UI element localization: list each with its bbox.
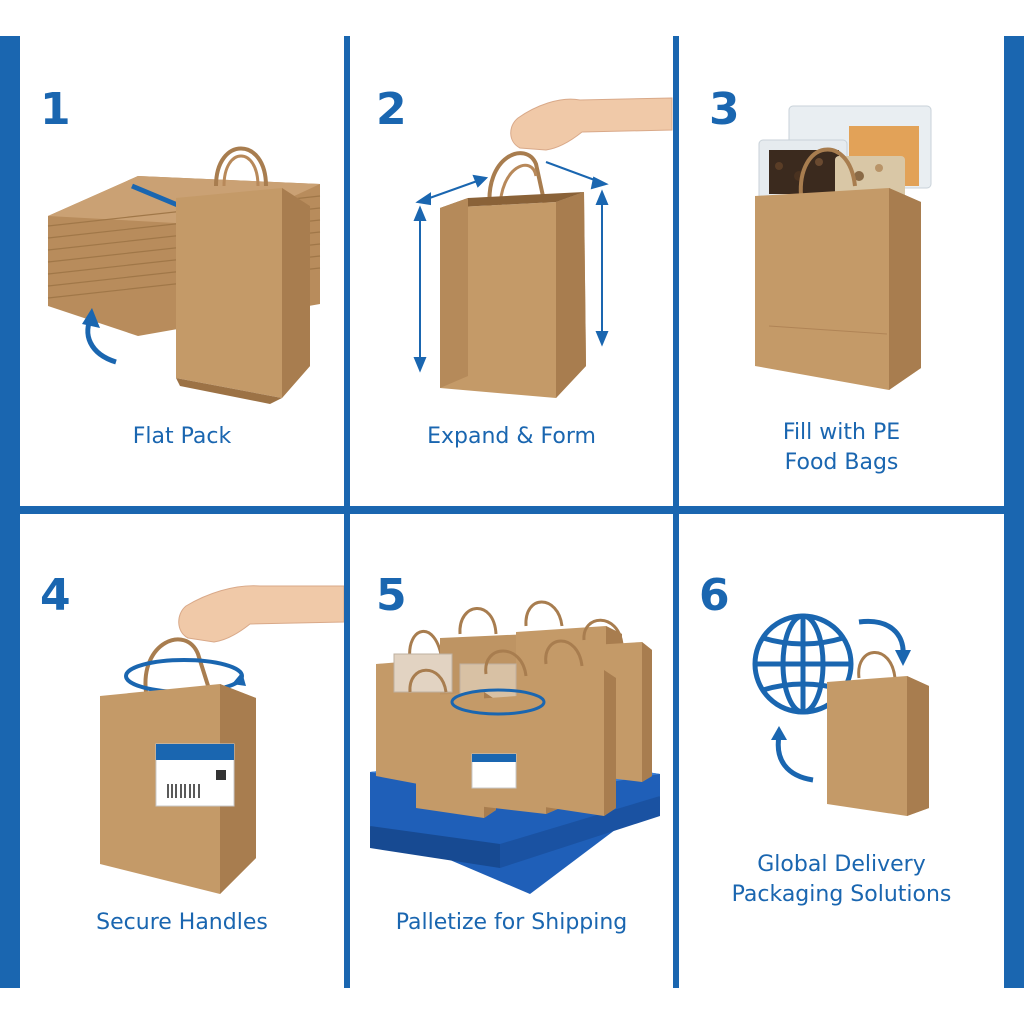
step-panel-3: 3 Fill with P — [679, 36, 1004, 506]
globe-icon — [752, 613, 854, 715]
step-caption: Palletize for Shipping — [395, 910, 628, 935]
step-panel-5: 5 — [350, 514, 673, 988]
bag-group — [376, 600, 652, 818]
secure-handles-illustration — [100, 585, 344, 894]
dimension-arrows-icon — [413, 161, 609, 373]
palletize-illustration — [370, 600, 660, 894]
step-panel-4: 4 — [20, 514, 344, 988]
step-panel-6: 6 Global Delivery Pac — [679, 514, 1004, 988]
curved-arrow-icon — [775, 735, 814, 783]
step-caption: Flat Pack — [132, 424, 232, 449]
filled-bag — [755, 188, 921, 390]
flat-pack-illustration — [47, 146, 321, 404]
fill-illustration — [755, 105, 932, 390]
step-caption: Secure Handles — [96, 910, 268, 935]
delivery-bag — [827, 651, 929, 816]
step-caption: Global Delivery Packaging Solutions — [731, 852, 952, 907]
labelled-bag — [100, 684, 256, 894]
global-delivery-illustration — [752, 613, 929, 816]
step-panel-2: 2 — [350, 36, 673, 506]
standing-bag — [176, 146, 310, 404]
step-caption: Expand & Form — [427, 424, 596, 449]
expand-illustration — [413, 97, 673, 398]
step-number: 2 — [376, 84, 407, 135]
hand-illustration — [510, 97, 673, 151]
hand-illustration — [178, 585, 344, 643]
step-caption: Fill with PE Food Bags — [782, 420, 901, 475]
step-number: 3 — [709, 84, 740, 135]
step-number: 6 — [699, 570, 730, 621]
step-number: 5 — [376, 570, 407, 621]
grid-line-horizontal — [0, 506, 1024, 514]
pe-food-bags — [758, 105, 932, 201]
step-number: 4 — [40, 570, 71, 621]
open-bag — [440, 192, 586, 398]
step-panel-1: 1 — [20, 36, 344, 506]
step-number: 1 — [40, 84, 71, 135]
